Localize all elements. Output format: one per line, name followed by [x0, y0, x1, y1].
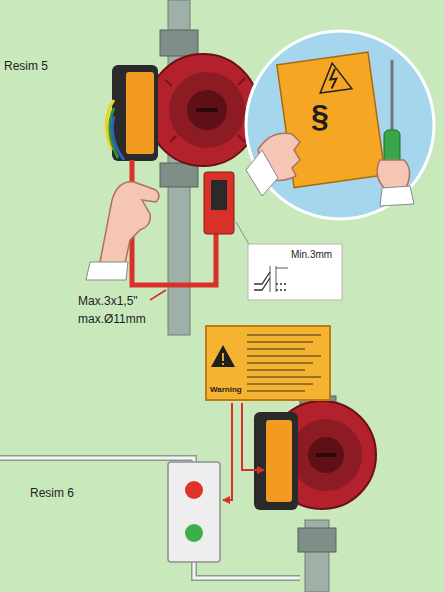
leader-line: [236, 222, 250, 246]
terminal-cover: [126, 72, 154, 154]
cable-diameter: max.Ø11mm: [78, 313, 146, 327]
pipe-nut: [160, 163, 198, 187]
stop-button: [185, 481, 203, 499]
screwdriver: [377, 60, 414, 206]
supply-cable: [0, 458, 194, 462]
print-line: [247, 355, 321, 356]
pump-cable: [194, 562, 300, 578]
switch-lever: [211, 180, 227, 210]
cooling-ribs: [165, 78, 245, 142]
hand: [246, 133, 300, 196]
print-line: [247, 383, 313, 384]
warning-sign: Warning: [205, 325, 331, 401]
motor-slot: [196, 108, 218, 112]
print-line: [247, 341, 313, 342]
pipe-nut: [160, 30, 198, 56]
section-symbol: §: [311, 98, 329, 135]
switch-box: [168, 462, 220, 562]
figure-label: Resim 6: [30, 487, 74, 501]
motor-plug: [308, 437, 344, 473]
start-button: [185, 524, 203, 542]
cable-spec: Max.3x1,5": [78, 295, 138, 309]
print-line: [247, 369, 305, 370]
dimension: Min.3mm: [291, 249, 332, 261]
pointer-arrow: [223, 403, 232, 500]
motor-face: [169, 72, 245, 148]
leader-line: [150, 290, 166, 300]
warning-triangle: [211, 345, 235, 367]
warning-mark: [222, 353, 224, 365]
figure-label: Resim 5: [4, 60, 48, 74]
print-line: [247, 376, 321, 377]
pointer-arrow: [242, 403, 264, 470]
print-line: [247, 348, 305, 349]
motor-plug: [187, 90, 227, 130]
supply-cable: [0, 458, 194, 462]
wire: [112, 116, 124, 160]
motor-slot: [316, 453, 336, 457]
motor-face: [290, 419, 362, 491]
print-line: [247, 362, 313, 363]
hand: [86, 182, 159, 280]
inset-circle: [246, 31, 434, 219]
pipe-nut: [298, 528, 336, 552]
terminal-housing: [112, 65, 158, 161]
contact-symbol: [254, 266, 288, 292]
print-line: [247, 334, 321, 335]
pump-body: [147, 54, 259, 166]
pump-cable: [194, 562, 300, 578]
sign-text: Warning: [210, 386, 242, 395]
terminal-housing: [254, 412, 298, 510]
print-line: [247, 390, 305, 391]
mains-switch: [204, 172, 234, 234]
detail-box: [248, 244, 342, 300]
terminal-cover: [266, 420, 292, 502]
